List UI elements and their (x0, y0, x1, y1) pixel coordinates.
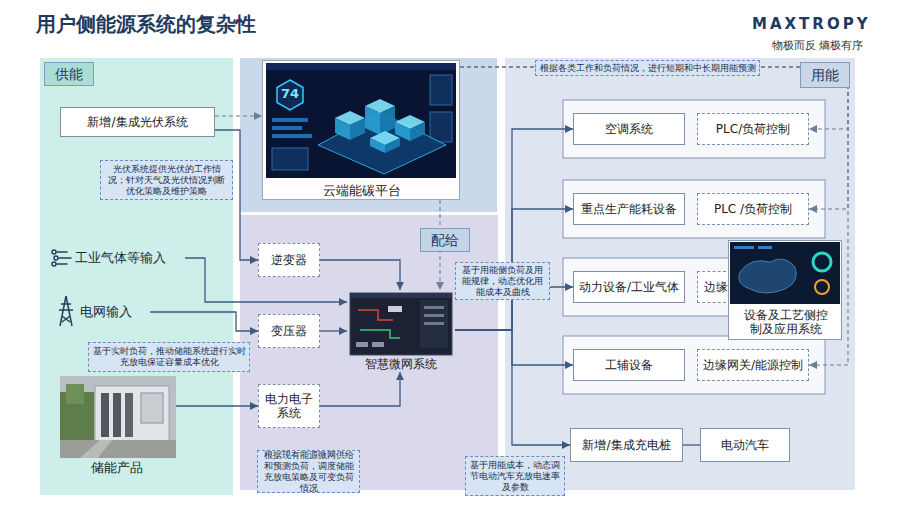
cloud-platform-screenshot (266, 63, 456, 178)
dashed-box: 电力电子系统 (258, 384, 320, 428)
dashed-box: PLC /负荷控制 (697, 193, 809, 225)
box-label: 重点生产能耗设备 (578, 202, 680, 216)
logo-wordmark: MAXTROPY (752, 15, 871, 33)
annotation-box: 根据现有能源微网供给和预测负荷，调度储能充放电策略及可变负荷情况 (257, 450, 360, 493)
annotation-text: 光伏系统提供光伏的工作情况；针对天气及光伏情况判断优化策略及维护策略 (101, 163, 232, 198)
usage-band-fill (505, 58, 855, 490)
box-label: 动力设备/工业气体 (576, 280, 682, 294)
connector (455, 330, 570, 445)
box-label: PLC /负荷控制 (711, 202, 795, 216)
logo-slogan: 物极而反 熵极有序 (772, 38, 864, 53)
page-title: 用户侧能源系统的复杂性 (36, 11, 256, 38)
distribution-band-fill (240, 215, 498, 490)
box-label: 边缘 (698, 280, 731, 294)
connector (455, 209, 573, 330)
box-label: 空调系统 (602, 122, 656, 136)
connector (176, 405, 258, 406)
region-band: 供能新增/集成光伏系统光伏系统提供光伏的工作情况；针对天气及光伏情况判断优化策略… (40, 58, 233, 495)
box-label: 电动汽车 (718, 438, 772, 452)
input-node: 电网输入 (80, 302, 150, 322)
annotation-text: 根据各类工作和负荷情况，进行短期和中长期用能预测 (537, 62, 759, 75)
box-label: 新增/集成光伏系统 (84, 115, 190, 129)
image-panel: 设备及工艺侧控制及应用系统 (728, 240, 842, 340)
image-panel: 云端能碳平台 (262, 60, 460, 200)
region-band: 用能 根据各类工作和负荷情况，进行短期和中长期用能预测空调系统 PLC/负荷控制重点… (505, 58, 855, 490)
band-heading: 用能 (800, 62, 850, 88)
connector (455, 330, 573, 365)
box-label: 逆变器 (268, 253, 310, 267)
box-label: 边缘网关/能源控制 (700, 358, 806, 372)
screen-number: 74 (278, 86, 302, 101)
box-label: PLC/负荷控制 (713, 122, 793, 136)
equipment-screenshot (730, 242, 840, 304)
panel-caption: 智慧微网系统 (347, 356, 455, 372)
annotation-text: 基于用能侧负荷及用能规律，动态优化用能成本及曲线 (456, 264, 549, 299)
panel-caption: 设备及工艺侧控制及应用系统 (736, 305, 836, 339)
process-box: 空调系统 (573, 113, 685, 145)
connector (320, 372, 400, 406)
box-label: 变压器 (268, 324, 310, 338)
process-box: 工辅设备 (573, 349, 685, 381)
image-panel: 储能产品 (58, 374, 176, 479)
cloud-band-fill (240, 58, 497, 212)
process-box: 新增/集成充电桩 (570, 428, 683, 462)
dashed-connector (460, 67, 848, 209)
box-label: 工辅设备 (602, 358, 656, 372)
pylon-icon (59, 296, 73, 326)
box-label: 新增/集成充电桩 (579, 438, 673, 452)
process-box: 重点生产能耗设备 (573, 193, 685, 225)
process-box: 新增/集成光伏系统 (60, 107, 215, 137)
input-node: 工业气体等输入 (75, 248, 185, 268)
gas-icon (52, 250, 71, 266)
band-heading: 配给 (420, 228, 470, 252)
image-panel: 智慧微网系统 (347, 290, 455, 372)
dashed-box: PLC/负荷控制 (697, 113, 809, 145)
annotation-text: 基于实时负荷，推动储能系统进行实时充放电保证容量成本优化 (89, 345, 249, 369)
process-box: 动力设备/工业气体 (573, 271, 685, 303)
annotation-box: 基于实时负荷，推动储能系统进行实时充放电保证容量成本优化 (88, 342, 250, 372)
microgrid-screenshot (350, 293, 452, 355)
annotation-text: 基于用能成本，动态调节电动汽车充放电速率及参数 (466, 459, 564, 494)
input-label: 电网输入 (80, 304, 132, 320)
connector (455, 129, 573, 330)
box-label: 电力电子系统 (259, 392, 319, 421)
annotation-text: 根据现有能源微网供给和预测负荷，调度储能充放电策略及可变负荷情况 (258, 449, 359, 495)
annotation-box: 根据各类工作和负荷情况，进行短期和中长期用能预测 (535, 60, 760, 76)
annotation-box: 基于用能成本，动态调节电动汽车充放电速率及参数 (465, 456, 565, 496)
storage-photo (60, 376, 176, 458)
connector (320, 330, 347, 331)
dashed-box: 变压器 (258, 314, 320, 348)
panel-caption: 云端能碳平台 (263, 182, 461, 200)
dashed-box: 边缘网关/能源控制 (697, 349, 809, 381)
connector (150, 312, 258, 331)
connector (683, 444, 700, 445)
band-heading: 供能 (44, 62, 94, 86)
process-box: 电动汽车 (700, 428, 790, 462)
input-label: 工业气体等输入 (75, 250, 166, 266)
supply-band-fill (40, 58, 233, 495)
annotation-box: 基于用能侧负荷及用能规律，动态优化用能成本及曲线 (455, 262, 550, 300)
dashed-connector (460, 67, 848, 365)
panel-caption: 储能产品 (58, 458, 176, 478)
dashed-box: 逆变器 (258, 243, 320, 277)
annotation-box: 光伏系统提供光伏的工作情况；针对天气及光伏情况判断优化策略及维护策略 (100, 160, 233, 200)
region-band: 配给逆变器变压器电力电子系统 智慧微网系统根据现有能源微网供给和预测负荷，调度储能… (240, 215, 498, 490)
dashed-connector (215, 115, 262, 116)
connector (320, 260, 400, 290)
